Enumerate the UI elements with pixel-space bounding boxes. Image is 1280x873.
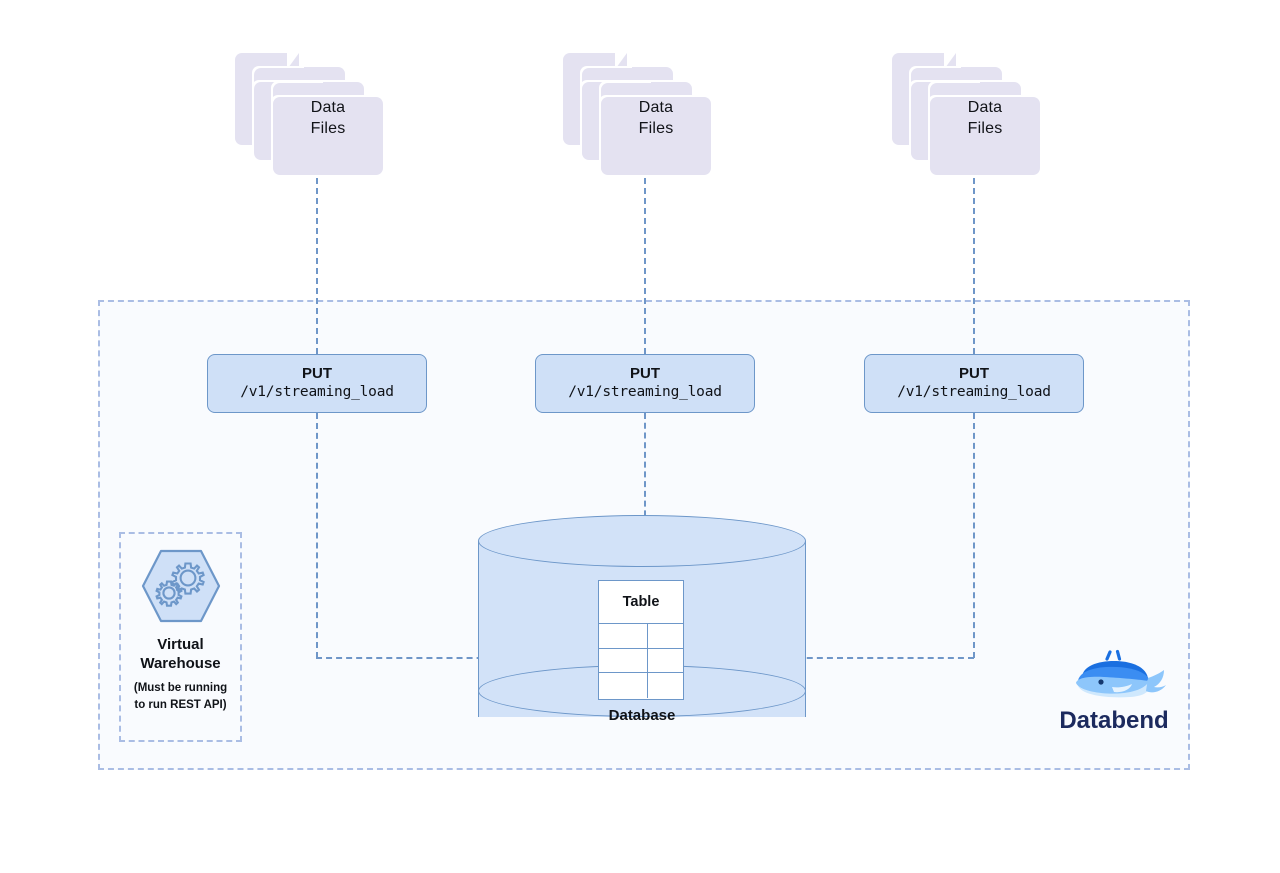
endpoint-path: /v1/streaming_load: [240, 384, 394, 400]
data-files-stack-right: Data Files: [892, 53, 1042, 183]
folder-icon: [930, 83, 1040, 175]
connector-middle-put-down: [644, 413, 646, 565]
database-label: Database: [608, 707, 676, 724]
virtual-warehouse-title: Virtual Warehouse: [140, 635, 220, 673]
endpoint-method: PUT: [959, 365, 989, 382]
connector-right-to-table: [706, 657, 974, 659]
endpoint-path: /v1/streaming_load: [568, 384, 722, 400]
data-files-label-line2: Files: [638, 120, 674, 137]
connector-right-folder-to-put: [973, 178, 975, 354]
databend-brand: Databend: [1048, 648, 1180, 735]
data-files-label-line1: Data: [967, 99, 1003, 116]
table-cell: [648, 673, 683, 698]
connector-right-put-down: [973, 413, 975, 658]
virtual-warehouse-note-line1: (Must be running: [133, 682, 228, 694]
endpoint-method: PUT: [302, 365, 332, 382]
brand-name: Databend: [1059, 707, 1169, 734]
endpoint-path: /v1/streaming_load: [897, 384, 1051, 400]
endpoint-method: PUT: [630, 365, 660, 382]
table-label: Table: [599, 581, 683, 624]
connector-left-put-down: [316, 413, 318, 658]
folder-icon: [601, 83, 711, 175]
virtual-warehouse-note: (Must be running to run REST API): [134, 680, 227, 714]
whale-logo-icon: [1048, 648, 1180, 705]
virtual-warehouse-title-line2: Warehouse: [140, 655, 221, 672]
virtual-warehouse-box: Virtual Warehouse (Must be running to ru…: [119, 532, 242, 742]
table-row: [599, 624, 683, 649]
cylinder-top: [478, 515, 806, 567]
table-cell: [599, 648, 648, 672]
data-files-label: Data Files: [273, 97, 383, 139]
table-cell: [648, 649, 683, 673]
data-files-label-line1: Data: [638, 99, 674, 116]
table-row: [599, 648, 683, 673]
data-files-label: Data Files: [930, 97, 1040, 139]
virtual-warehouse-note-line2: to run REST API): [134, 699, 227, 711]
hexagon-gears-icon: [140, 548, 222, 629]
endpoint-box-left[interactable]: PUT /v1/streaming_load: [207, 354, 427, 413]
table-graphic: Table: [598, 580, 684, 700]
table-cell: [599, 624, 648, 648]
data-files-stack-left: Data Files: [235, 53, 385, 183]
data-files-label-line1: Data: [310, 99, 346, 116]
data-files-label-line2: Files: [310, 120, 346, 137]
connector-left-to-table: [316, 657, 583, 659]
connector-left-folder-to-put: [316, 178, 318, 354]
folder-icon: [273, 83, 383, 175]
table-row: [599, 673, 683, 698]
endpoint-box-right[interactable]: PUT /v1/streaming_load: [864, 354, 1084, 413]
endpoint-box-middle[interactable]: PUT /v1/streaming_load: [535, 354, 755, 413]
table-cell: [648, 624, 683, 648]
connector-middle-folder-to-put: [644, 178, 646, 354]
data-files-label-line2: Files: [967, 120, 1003, 137]
virtual-warehouse-title-line1: Virtual: [157, 636, 204, 653]
table-cell: [599, 673, 648, 698]
data-files-label: Data Files: [601, 97, 711, 139]
data-files-stack-middle: Data Files: [563, 53, 713, 183]
